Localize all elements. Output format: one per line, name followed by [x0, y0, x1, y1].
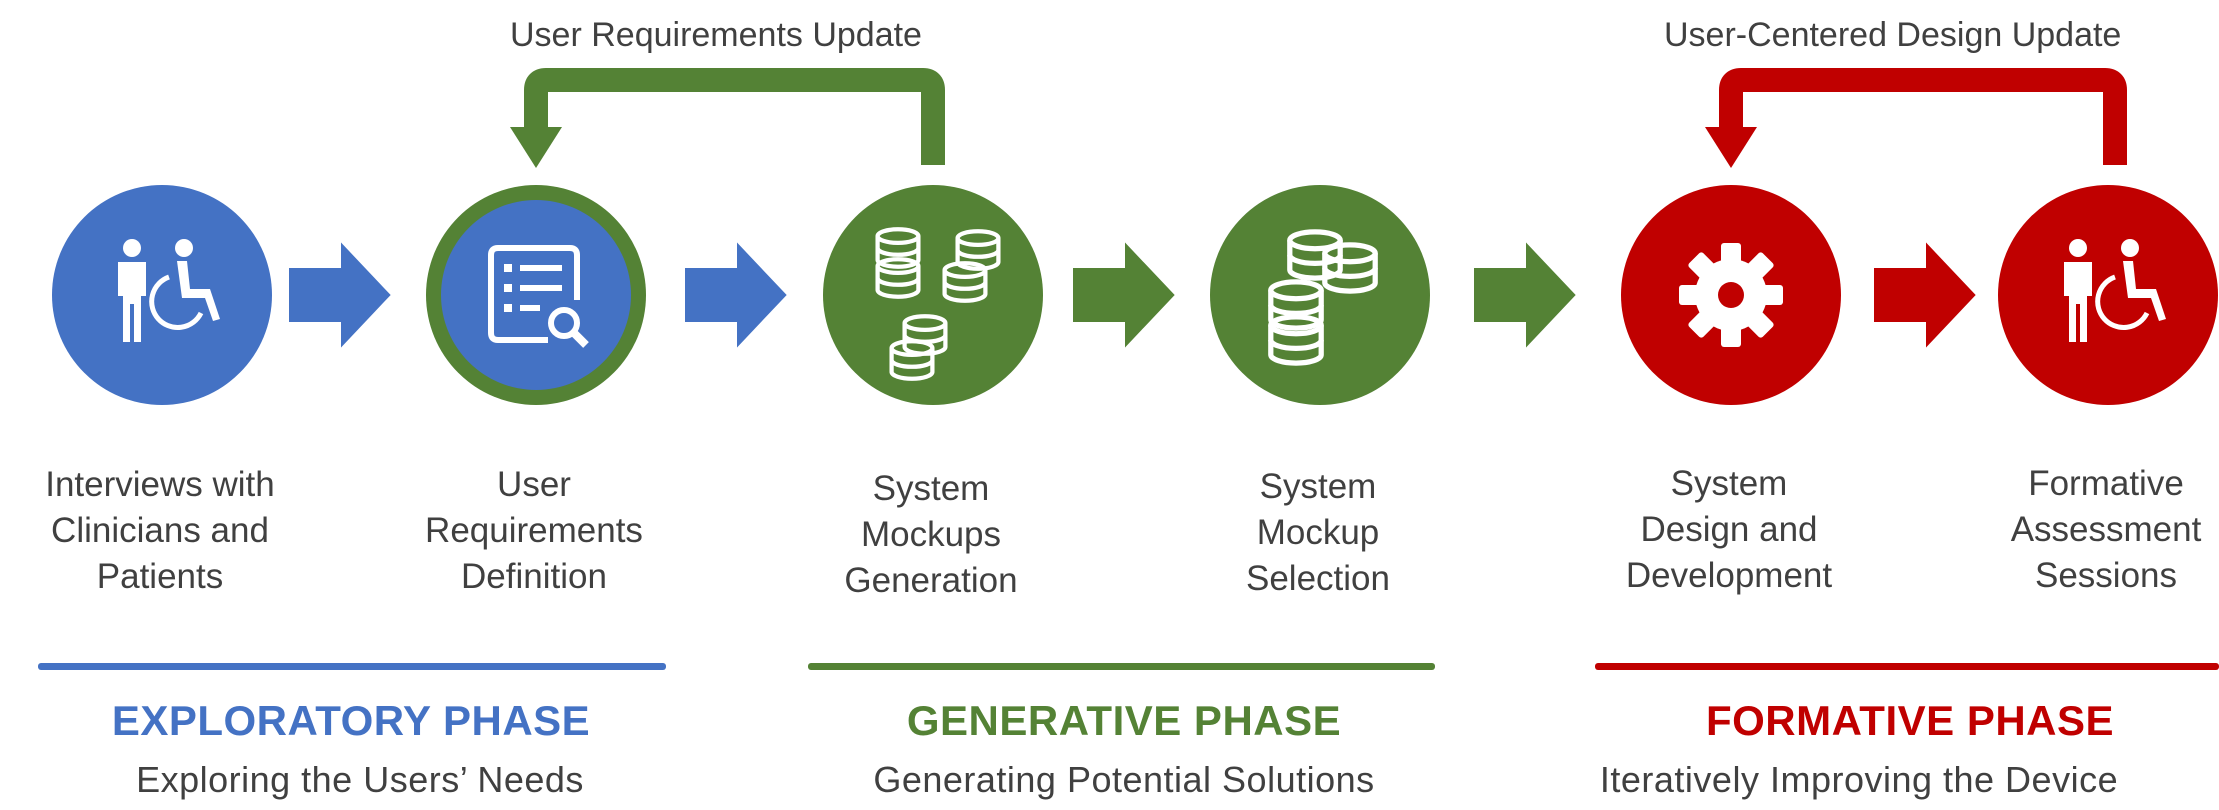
- phase-subtitle-formative: Iteratively Improving the Device: [1599, 759, 2119, 800]
- arrow-requirements-to-mockups: [683, 237, 790, 353]
- step-mockups-generation-node: [823, 185, 1043, 405]
- step-label-interviews: Interviews with Clinicians and Patients: [45, 465, 275, 596]
- step-label-sessions: Formative Assessment Sessions: [2010, 464, 2202, 595]
- phase-title-exploratory: EXPLORATORY PHASE: [111, 697, 591, 744]
- phase-subtitle-exploratory: Exploring the Users’ Needs: [136, 759, 584, 800]
- arrow-interviews-to-requirements: [287, 237, 394, 353]
- phase-line-formative: [1595, 663, 2219, 670]
- phase-title-formative: FORMATIVE PHASE: [1705, 697, 2115, 744]
- loop-label-user-centered-design-update: User-Centered Design Update: [1664, 16, 2122, 54]
- step-label-design: System Design and Development: [1625, 464, 1833, 595]
- step-label-mockups-generation: System Mockups Generation: [844, 469, 1018, 600]
- phase-line-generative: [808, 663, 1435, 670]
- step-requirements-node: [426, 185, 646, 405]
- arrow-selection-to-development: [1472, 237, 1579, 353]
- user-requirements-update-loop: [510, 68, 945, 168]
- user-centered-design-update-loop: [1705, 68, 2127, 168]
- step-design-node: [1621, 185, 1841, 405]
- requirements-list-icon: [488, 245, 589, 348]
- gear-icon: [1679, 243, 1783, 347]
- arrow-mockups-to-selection: [1071, 237, 1178, 353]
- step-sessions-node: [1998, 185, 2218, 405]
- step-label-requirements: User Requirements Definition: [425, 465, 643, 596]
- step-interviews-node: [52, 185, 272, 405]
- phase-line-exploratory: [38, 663, 666, 670]
- loop-label-user-requirements-update: User Requirements Update: [510, 16, 922, 54]
- arrow-development-to-sessions: [1872, 237, 1979, 353]
- phase-title-generative: GENERATIVE PHASE: [906, 697, 1342, 744]
- step-mockup-selection-node: [1210, 185, 1430, 405]
- phase-subtitle-generative: Generating Potential Solutions: [873, 759, 1375, 800]
- step-label-mockup-selection: System Mockup Selection: [1246, 467, 1390, 598]
